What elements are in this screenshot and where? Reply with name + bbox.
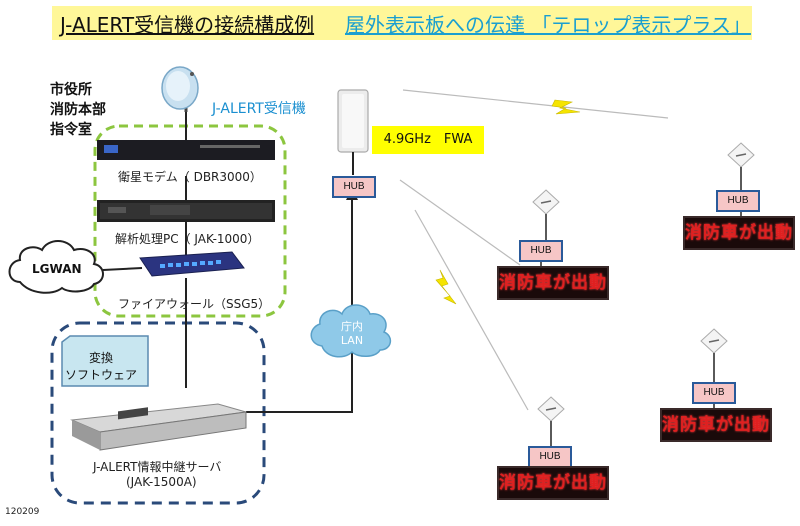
lgwan-link [102, 267, 143, 271]
receiver-label: J-ALERT受信機 [212, 101, 306, 117]
server-label-line1: J-ALERT情報中継サーバ [93, 460, 222, 474]
hub-box: HUB [716, 190, 760, 212]
led-sign: 消防車が出動 [660, 408, 772, 442]
server-lan-link [246, 195, 353, 413]
office-label-line: 指令室 [50, 122, 92, 138]
lgwan-label: LGWAN [32, 262, 82, 276]
office-label-line: 消防本部 [50, 102, 106, 118]
led-sign: 消防車が出動 [683, 216, 795, 250]
remote-antenna-icon [727, 142, 755, 168]
lgwan-cloud-icon [8, 240, 104, 294]
lan-label-line: LAN [340, 334, 364, 347]
relay-server-device [70, 403, 247, 451]
pc-label: 解析処理PC（ JAK-1000） [115, 232, 260, 246]
firewall-device [139, 251, 245, 277]
hub-box: HUB [528, 446, 572, 468]
server-label-line2: (JAK-1500A) [126, 475, 197, 489]
led-sign: 消防車が出動 [497, 266, 609, 300]
title-main: J-ALERT受信機の接続構成例 [60, 13, 315, 37]
software-label-line: ソフトウェア [64, 368, 137, 382]
analysis-pc-device [97, 200, 275, 222]
led-sign: 消防車が出動 [497, 466, 609, 500]
remote-antenna-icon [700, 328, 728, 354]
lan-cloud-icon [310, 304, 392, 358]
title-banner [52, 6, 752, 40]
wireless-beam-3 [414, 209, 529, 411]
lan-label-line: 庁内 [341, 320, 363, 333]
lan-label: 庁内 LAN [330, 320, 374, 348]
remote-antenna-icon [532, 189, 560, 215]
fwa-label: 4.9GHz FWA [372, 126, 484, 154]
title-sub: 屋外表示板への伝達 「テロップ表示プラス」 [345, 13, 751, 37]
fwa-antenna-icon [337, 89, 369, 153]
software-label: 変換 ソフトウェア [58, 350, 144, 384]
satellite-modem-device [97, 140, 275, 160]
software-tab-icon [61, 335, 149, 387]
satellite-dish-icon [161, 66, 199, 112]
firewall-label: ファイアウォール（SSG5） [118, 297, 271, 311]
modem-label: 衛星モデム（ DBR3000） [118, 170, 262, 184]
hub-box: HUB [692, 382, 736, 404]
office-label-line: 市役所 [50, 82, 92, 98]
lightning-icon [551, 99, 581, 115]
hub-box: HUB [332, 176, 376, 198]
software-label-line: 変換 [88, 351, 113, 365]
office-label: 市役所 消防本部 指令室 [50, 80, 106, 140]
wireless-beam-2 [399, 179, 521, 266]
lightning-icon [435, 269, 457, 305]
wireless-beam-1 [402, 89, 669, 119]
remote-antenna-icon [537, 396, 565, 422]
hub-box: HUB [519, 240, 563, 262]
doc-id: 120209 [5, 507, 40, 517]
